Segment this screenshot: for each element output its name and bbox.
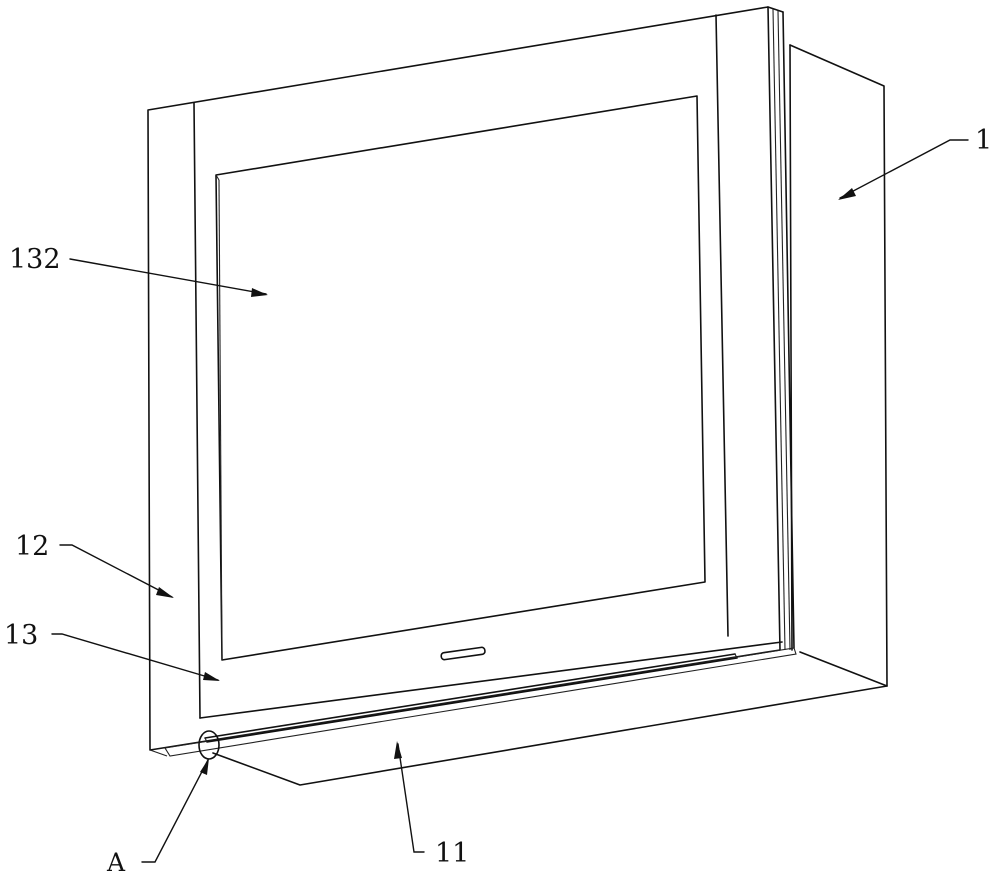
label-screen: 132 [9,244,61,275]
label-bottom-tray: 11 [435,838,469,869]
leader-lines [52,140,968,862]
detail-circle [199,731,219,759]
door-panel [150,642,796,756]
label-detail: A [106,848,126,877]
screen [216,96,705,660]
label-housing: 1 [975,125,992,156]
label-door-panel: 13 [4,620,38,651]
label-side-frame: 12 [15,531,49,562]
handle-slot [441,647,486,660]
